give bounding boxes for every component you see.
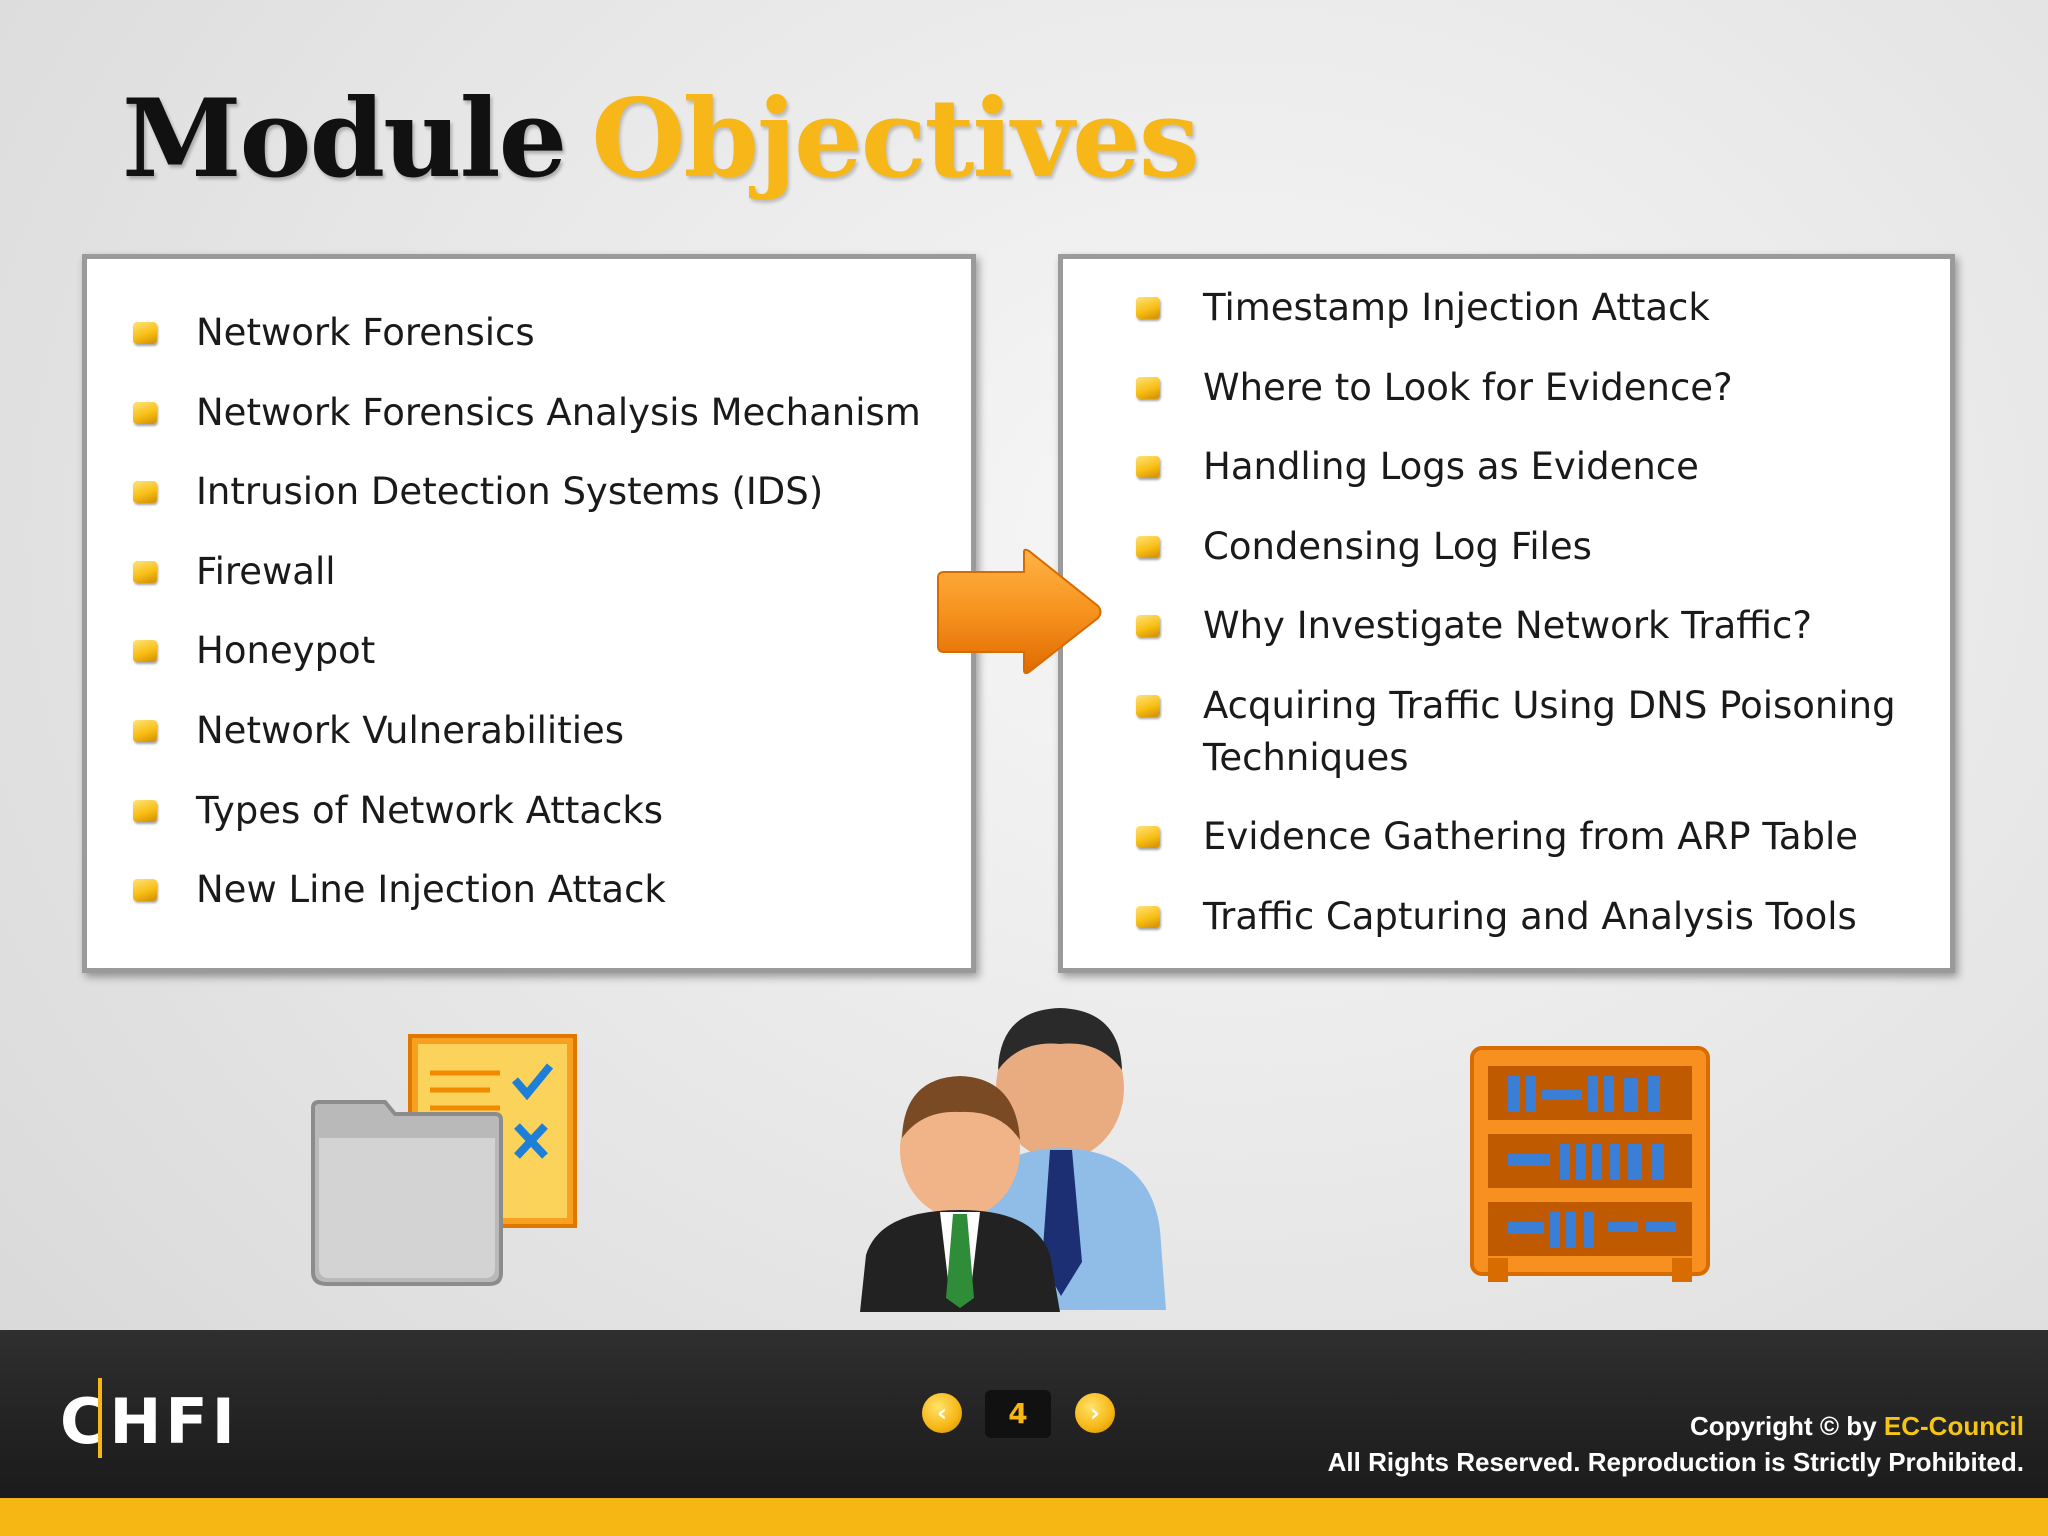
rights-reserved: All Rights Reserved. Reproduction is Str…: [1327, 1447, 2024, 1477]
page-number: 4: [985, 1390, 1051, 1438]
bullet-icon: [133, 720, 157, 742]
bullet-icon: [1136, 615, 1160, 637]
list-item-label: Traffic Capturing and Analysis Tools: [1203, 895, 1857, 938]
list-item-label: Firewall: [196, 550, 336, 593]
bullet-icon: [1136, 297, 1160, 319]
title-word-module: Module: [122, 76, 567, 202]
footer-accent-stripe: [0, 1498, 2048, 1536]
bullet-icon: [133, 481, 157, 503]
bullet-icon: [1136, 536, 1160, 558]
list-item-label: Where to Look for Evidence?: [1203, 366, 1733, 409]
list-item-label: Acquiring Traffic Using DNS Poisoning: [1203, 684, 1896, 727]
bullet-icon: [133, 561, 157, 583]
list-item-label: Condensing Log Files: [1203, 525, 1592, 568]
bullet-icon: [1136, 695, 1160, 717]
list-item-label: New Line Injection Attack: [196, 868, 666, 911]
bullet-icon: [133, 322, 157, 344]
bullet-icon: [133, 640, 157, 662]
ec-council-brand: EC-Council: [1883, 1411, 2024, 1441]
copyright-notice: Copyright © by EC-Council All Rights Res…: [1328, 1408, 2024, 1480]
chevron-left-icon[interactable]: ‹: [922, 1393, 962, 1433]
right-arrow-icon: [937, 548, 1102, 675]
bookshelf-icon: [1470, 1046, 1710, 1282]
list-item-label: Handling Logs as Evidence: [1203, 445, 1699, 488]
bullet-icon: [1136, 826, 1160, 848]
bullet-icon: [1136, 906, 1160, 928]
objectives-list-left: Network Forensics Network Forensics Anal…: [82, 254, 976, 973]
list-item-label: Network Forensics: [196, 311, 535, 354]
business-people-icon: [860, 1008, 1166, 1312]
bullet-icon: [1136, 377, 1160, 399]
list-item-label-continued: Techniques: [1203, 736, 1409, 779]
list-item-label: Evidence Gathering from ARP Table: [1203, 815, 1859, 858]
logo-divider: [98, 1378, 102, 1458]
chevron-right-icon[interactable]: ›: [1075, 1393, 1115, 1433]
list-item-label: Why Investigate Network Traffic?: [1203, 604, 1813, 647]
bullet-icon: [133, 402, 157, 424]
bullet-icon: [1136, 456, 1160, 478]
list-item-label: Network Vulnerabilities: [196, 709, 625, 752]
chfi-logo: CHFI: [60, 1385, 239, 1458]
list-item-label: Network Forensics Analysis Mechanism: [196, 391, 921, 434]
objectives-list-right: Timestamp Injection Attack Where to Look…: [1058, 254, 1955, 973]
list-item-label: Honeypot: [196, 629, 376, 672]
bullet-icon: [133, 879, 157, 901]
bullet-icon: [133, 800, 157, 822]
list-item-label: Types of Network Attacks: [196, 789, 664, 832]
copyright-prefix: Copyright © by: [1689, 1411, 1877, 1441]
title-word-objectives: Objectives: [591, 76, 1199, 202]
checklist-folder-icon: [311, 1034, 577, 1286]
copyright-line: Copyright © by EC-Council: [1328, 1408, 2024, 1444]
list-item-label: Intrusion Detection Systems (IDS): [196, 470, 824, 513]
list-item-label: Timestamp Injection Attack: [1203, 286, 1710, 329]
